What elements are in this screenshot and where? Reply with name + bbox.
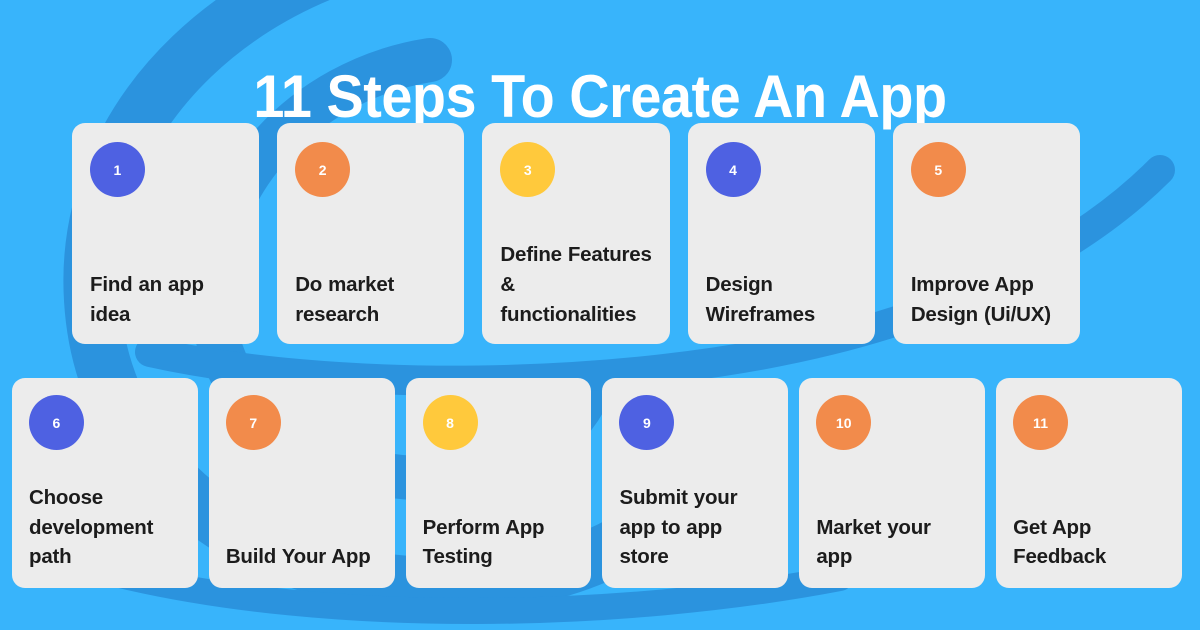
step-card-2[interactable]: 2 Do market research	[277, 123, 465, 344]
step-card-7[interactable]: 7 Build Your App	[208, 378, 395, 588]
steps-row-1: 1 Find an app idea 2 Do market research …	[72, 123, 1081, 344]
step-number-badge: 6	[29, 395, 84, 450]
step-label: Submit your app to app store	[619, 485, 738, 569]
step-number-badge: 9	[619, 395, 675, 450]
page-title: 11 Steps To Create An App	[253, 63, 947, 131]
step-label: Market your app	[816, 515, 931, 569]
step-label: Perform App Testing	[422, 515, 545, 569]
step-card-5[interactable]: 5 Improve App Design (Ui/UX)	[892, 123, 1081, 344]
steps-row-2: 6 Choose development path 7 Build Your A…	[12, 378, 1182, 588]
step-number-badge: 11	[1013, 395, 1069, 450]
step-card-9[interactable]: 9 Submit your app to app store	[602, 378, 789, 588]
step-label: Improve App Design (Ui/UX)	[910, 272, 1051, 326]
step-card-3[interactable]: 3 Define Features & functionalities	[482, 123, 670, 344]
step-label: Choose development path	[29, 485, 154, 569]
step-label: Do market research	[295, 272, 395, 326]
step-label: Define Features & functionalities	[500, 242, 652, 326]
step-number-badge: 5	[910, 142, 966, 197]
step-card-6[interactable]: 6 Choose development path	[12, 378, 198, 588]
step-label: Find an app idea	[90, 272, 204, 326]
step-number-badge: 8	[422, 395, 478, 450]
step-number-badge: 1	[90, 142, 145, 197]
step-label: Get App Feedback	[1013, 515, 1107, 569]
step-card-8[interactable]: 8 Perform App Testing	[405, 378, 592, 588]
step-card-4[interactable]: 4 Design Wireframes	[687, 123, 875, 344]
step-label: Design Wireframes	[705, 272, 816, 326]
step-number-badge: 10	[816, 395, 872, 450]
step-label: Build Your App	[225, 545, 371, 569]
step-card-10[interactable]: 10 Market your app	[799, 378, 986, 588]
step-card-11[interactable]: 11 Get App Feedback	[996, 378, 1182, 588]
step-card-1[interactable]: 1 Find an app idea	[72, 123, 260, 344]
step-number-badge: 3	[500, 142, 556, 197]
step-number-badge: 2	[295, 142, 351, 197]
step-number-badge: 4	[705, 142, 761, 197]
step-number-badge: 7	[225, 395, 281, 450]
